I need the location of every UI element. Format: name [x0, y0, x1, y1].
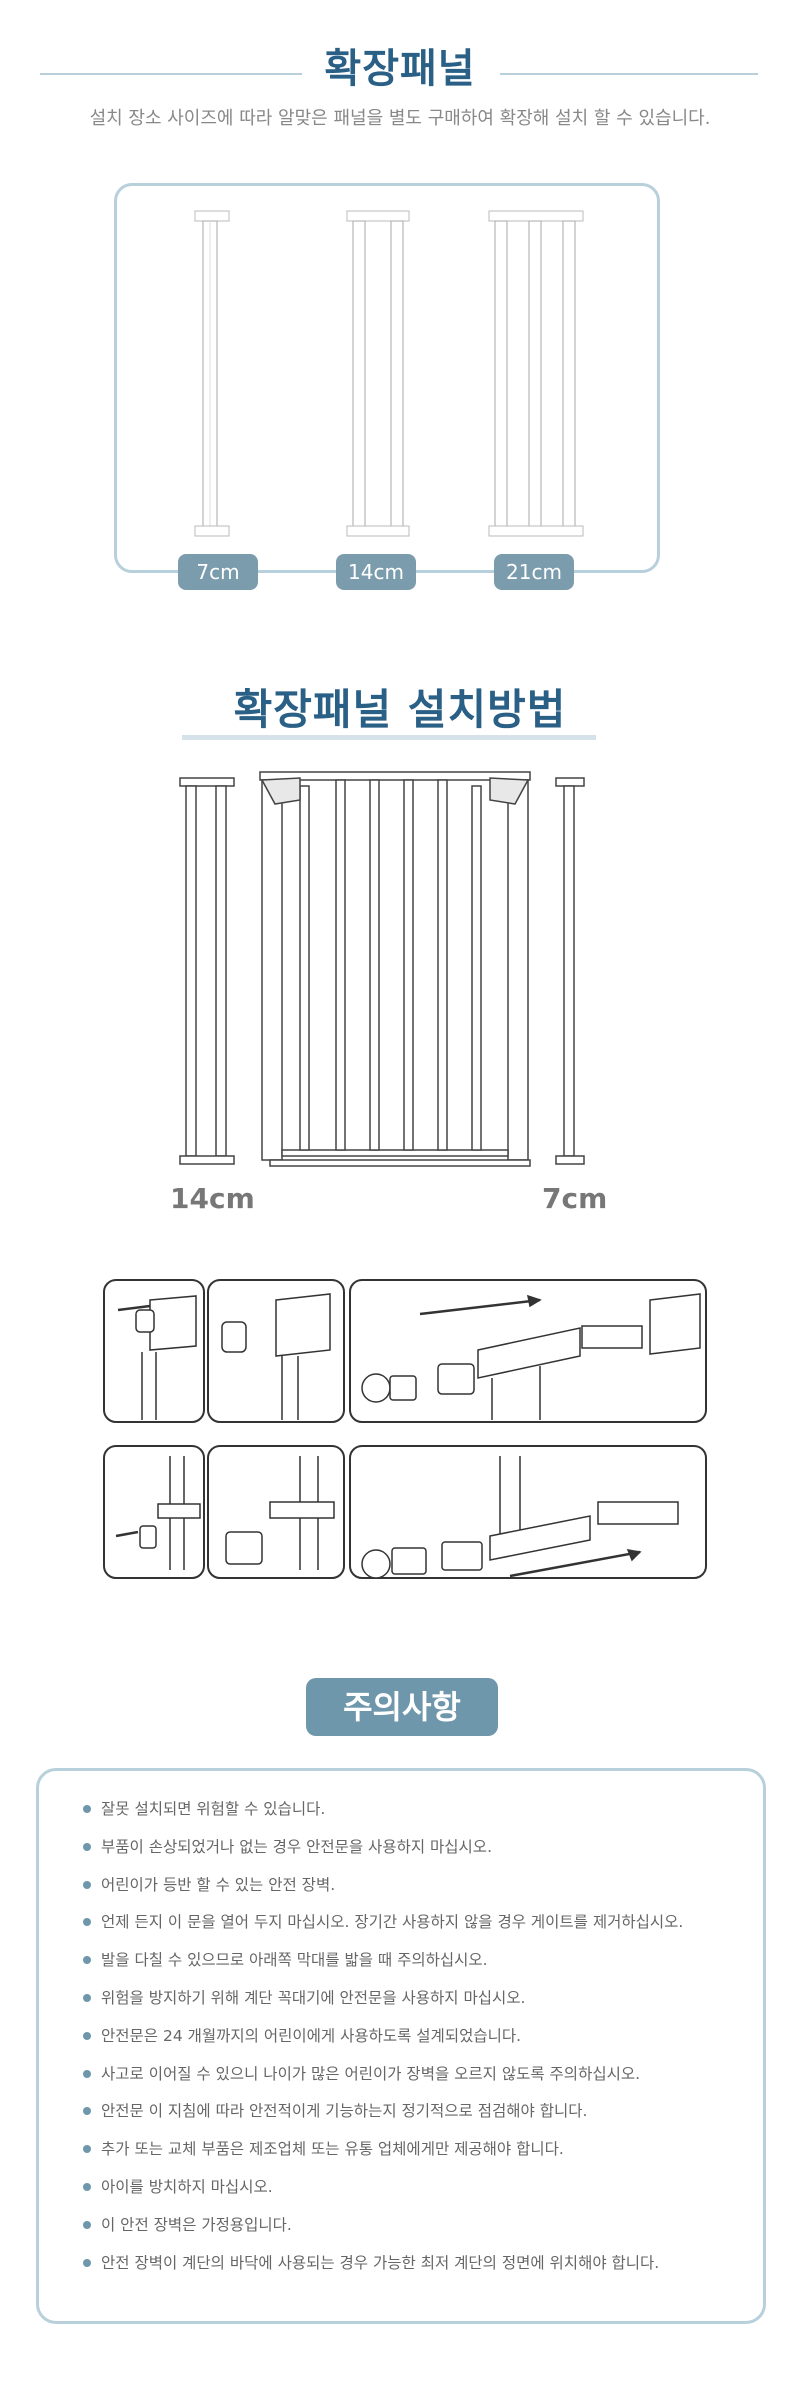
- section2-title: 확장패널 설치방법: [233, 685, 567, 734]
- caution-item: 언제 든지 이 문을 열어 두지 마십시오. 장기간 사용하지 않을 경우 게이…: [83, 1910, 753, 1948]
- section1-title: 확장패널: [324, 46, 476, 92]
- caution-item: 아이를 방치하지 마십시오.: [83, 2175, 753, 2213]
- bullet-icon: [83, 2069, 91, 2078]
- gate-installation-illustration: [179, 771, 585, 1167]
- bullet-icon: [83, 2031, 91, 2040]
- main-gate: [259, 771, 531, 1167]
- extension-panels-illustration: [194, 210, 584, 537]
- caution-item: 발을 다칠 수 있으므로 아래쪽 막대를 밟을 때 주의하십시오.: [83, 1948, 753, 1986]
- right-extension-panel: [555, 777, 585, 1165]
- caution-item: 사고로 이어질 수 있으니 나이가 많은 어린이가 장벽을 오르지 않도록 주의…: [83, 2062, 753, 2100]
- bullet-icon: [83, 2220, 91, 2229]
- section2-underline: [182, 735, 596, 740]
- section1-subtitle: 설치 장소 사이즈에 따라 알맞은 패널을 별도 구매하여 확장해 설치 할 수…: [89, 108, 711, 129]
- title-divider-left: [40, 73, 302, 75]
- caution-title-badge: 주의사항: [306, 1678, 498, 1736]
- bullet-icon: [83, 1805, 91, 1813]
- section1-header: 확장패널: [0, 30, 800, 92]
- caution-item: 어린이가 등반 할 수 있는 안전 장벽.: [83, 1873, 753, 1911]
- caution-item: 부품이 손상되었거나 없는 경우 안전문을 사용하지 마십시오.: [83, 1835, 753, 1873]
- bullet-icon: [83, 2145, 91, 2154]
- extension-panels-box: [114, 183, 660, 573]
- caution-item: 잘못 설치되면 위험할 수 있습니다.: [83, 1797, 753, 1835]
- bullet-icon: [83, 1880, 91, 1889]
- bullet-icon: [83, 2258, 91, 2267]
- bullet-icon: [83, 1842, 91, 1851]
- caution-item: 위험을 방지하기 위해 계단 꼭대기에 안전문을 사용하지 마십시오.: [83, 1986, 753, 2024]
- bullet-icon: [83, 1956, 91, 1965]
- step-4-frame: [103, 1445, 205, 1579]
- bullet-icon: [83, 1918, 91, 1927]
- caution-item: 안전문 이 지침에 따라 안전적이게 기능하는지 정기적으로 점검해야 합니다.: [83, 2099, 753, 2137]
- size-badge-14cm: 14cm: [336, 554, 416, 590]
- left-extension-size-label: 14cm: [170, 1182, 255, 1215]
- step-6-frame: [349, 1445, 707, 1579]
- size-badge-21cm: 21cm: [494, 554, 574, 590]
- caution-item: 이 안전 장벽은 가정용입니다.: [83, 2213, 753, 2251]
- size-badge-7cm: 7cm: [178, 554, 258, 590]
- bullet-icon: [83, 2182, 91, 2191]
- bullet-icon: [83, 2107, 91, 2116]
- left-extension-panel: [179, 777, 235, 1165]
- caution-item: 추가 또는 교체 부품은 제조업체 또는 유통 업체에게만 제공해야 합니다.: [83, 2137, 753, 2175]
- caution-item: 안전 장벽이 계단의 바닥에 사용되는 경우 가능한 최저 계단의 정면에 위치…: [83, 2251, 753, 2289]
- panel-21cm-drawing: [488, 210, 584, 537]
- panel-14cm-drawing: [346, 210, 410, 537]
- caution-list: 잘못 설치되면 위험할 수 있습니다. 부품이 손상되었거나 없는 경우 안전문…: [83, 1797, 753, 2288]
- caution-item: 안전문은 24 개월까지의 어린이에게 사용하도록 설계되었습니다.: [83, 2024, 753, 2062]
- caution-box: 잘못 설치되면 위험할 수 있습니다. 부품이 손상되었거나 없는 경우 안전문…: [36, 1768, 766, 2324]
- installation-steps-diagrams: [103, 1279, 707, 1579]
- title-divider-right: [500, 73, 758, 75]
- right-extension-size-label: 7cm: [542, 1182, 608, 1215]
- bullet-icon: [83, 1993, 91, 2002]
- panel-7cm-drawing: [194, 210, 230, 537]
